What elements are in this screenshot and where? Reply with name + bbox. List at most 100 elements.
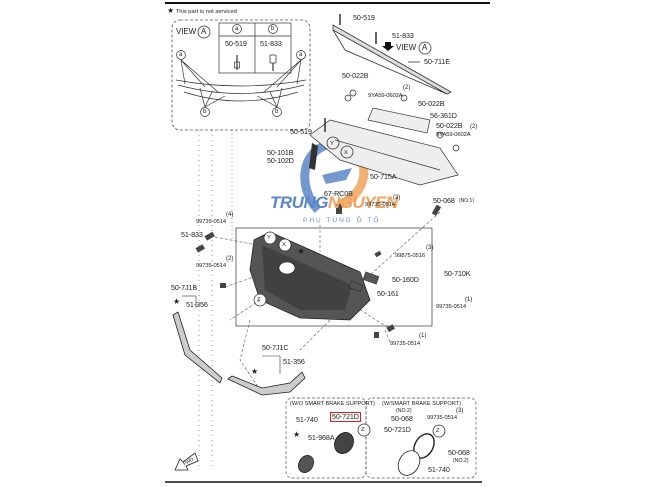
part-label[interactable]: 99875-0516 — [395, 253, 425, 259]
qty-label: (NO.2) — [396, 408, 412, 414]
qty-label: (4) — [226, 212, 234, 218]
callout-z-box1: Z — [361, 427, 365, 433]
emblem-51-740-icon — [298, 455, 314, 473]
qty-label: (NO.2) — [453, 458, 469, 464]
trim-50-7j1c-drawing — [227, 371, 306, 396]
part-label[interactable]: 51-356 — [186, 300, 208, 309]
callout-a-left: a — [179, 52, 183, 58]
bracket-50-101b-icon — [309, 143, 318, 170]
star-icon: ★ — [293, 430, 301, 439]
view-a-letter: A — [201, 27, 207, 36]
view-arrow-icon — [382, 42, 394, 51]
part-label[interactable]: 51-740 — [428, 465, 450, 474]
star-icon: ★ — [297, 246, 305, 256]
not-serviced-note: ★ This part is not serviced — [167, 6, 237, 15]
part-label[interactable]: 50-7J1C — [262, 343, 289, 352]
qty-label: (3) — [426, 245, 434, 251]
box-with-sbs — [365, 397, 477, 479]
box-with-title: (W/SMART BRAKE SUPPORT) — [382, 401, 461, 407]
star-icon: ★ — [173, 297, 181, 306]
part-label[interactable]: 99735-0514 — [390, 341, 420, 347]
callout-x: X — [344, 150, 348, 156]
part-label[interactable]: 50-519 — [353, 13, 375, 22]
watermark-tagline: PHỤ TÙNG Ô TÔ — [303, 217, 381, 224]
part-label[interactable]: 51-833 — [181, 230, 203, 239]
part-label[interactable]: 50-022B — [436, 121, 463, 130]
callout-y-grille: Y — [267, 235, 271, 241]
qty-label: (1) — [419, 333, 427, 339]
part-label[interactable]: 67-RC0B — [324, 189, 353, 198]
part-label[interactable]: 50-711E — [424, 57, 450, 66]
part-label[interactable]: 9YA59-0602A — [436, 132, 471, 138]
part-label[interactable]: 50-7J1B — [171, 283, 198, 292]
part-label[interactable]: 50-068 — [448, 448, 470, 457]
part-label[interactable]: 50-068 — [433, 196, 455, 205]
callout-b-left: b — [203, 109, 207, 115]
trim-50-711e-drawing — [332, 14, 452, 95]
part-label[interactable]: 99735-0514 — [436, 304, 466, 310]
qty-label: (1) — [465, 297, 473, 303]
part-label[interactable]: 50-022B — [418, 99, 445, 108]
callout-a-right: a — [299, 52, 303, 58]
grille-50-710k-drawing — [249, 231, 371, 321]
view-arrow-letter: A — [422, 43, 428, 52]
part-label[interactable]: 99735-0514 — [196, 219, 226, 225]
qty-label: (NO.1) — [459, 198, 474, 204]
note-text: This part is not serviced — [175, 9, 237, 15]
view-a-col-a-key: a — [235, 26, 239, 32]
bracket-50-161-icon — [348, 280, 363, 293]
part-label[interactable]: 50-160D — [392, 275, 419, 284]
qty-label: (3) — [393, 195, 401, 201]
qty-label: (2) — [226, 256, 234, 262]
callout-b-right: b — [275, 109, 279, 115]
part-label[interactable]: 50-022B — [342, 71, 369, 80]
part-label[interactable]: 51-740 — [296, 415, 318, 424]
bracket-50-160d-icon — [362, 271, 380, 285]
callout-z-grille: Z — [257, 297, 261, 303]
emblem-50-721d-icon — [334, 432, 354, 454]
view-a-col-b-part: 51-833 — [260, 39, 282, 48]
part-label[interactable]: 50-721D — [384, 425, 411, 434]
brand-part2: NGUYEN — [327, 193, 398, 212]
part-label[interactable]: 50-068 — [391, 414, 413, 423]
brand-part1: TRUNG — [270, 193, 328, 212]
star-icon: ★ — [167, 6, 175, 15]
watermark-brand: TRUNGNGUYEN — [270, 193, 398, 213]
bracket-50-715a-drawing — [309, 89, 460, 186]
star-icon: ★ — [251, 367, 259, 376]
part-label[interactable]: 56-361D — [430, 111, 457, 120]
trim-50-7j1b-drawing — [172, 311, 223, 384]
screws — [195, 204, 442, 338]
part-label[interactable]: 50-519 — [290, 127, 312, 136]
grille-frame — [235, 227, 433, 327]
part-label[interactable]: 51-968A — [308, 433, 335, 442]
part-label[interactable]: 51-833 — [392, 31, 414, 40]
part-label[interactable]: 50-101B — [267, 148, 294, 157]
callout-z-box2: Z — [436, 428, 440, 434]
part-label[interactable]: 50-710K — [444, 269, 471, 278]
highlighted-part-label[interactable]: 50-721D — [330, 412, 361, 422]
part-label[interactable]: 50-161 — [377, 289, 399, 298]
part-label[interactable]: 9YA59-0602A — [368, 93, 403, 99]
part-label[interactable]: 51-356 — [283, 357, 305, 366]
part-label[interactable]: 99735-0514 — [196, 263, 226, 269]
fwd-arrow-icon — [174, 452, 199, 471]
view-a-col-b-key: b — [271, 26, 275, 32]
callout-x-grille: X — [282, 242, 286, 248]
view-a-col-a-part: 50-519 — [225, 39, 247, 48]
part-label[interactable]: 99735-0514 — [365, 202, 395, 208]
box-without-title: (W/O SMART BRAKE SUPPORT) — [290, 401, 375, 407]
clip-51-833-icon — [269, 54, 277, 71]
pin-50-519-icon — [234, 55, 240, 70]
part-label[interactable]: 50-715A — [370, 172, 397, 181]
qty-label: (2) — [470, 124, 478, 130]
view-a-box — [171, 19, 311, 131]
leader-lines — [198, 130, 441, 470]
emblem-51-740-w-icon — [397, 450, 421, 476]
view-a-title: VIEW — [176, 27, 197, 36]
part-label[interactable]: 99735-0514 — [427, 415, 457, 421]
view-arrow-label: VIEW — [396, 43, 417, 52]
part-label[interactable]: 50-102D — [267, 156, 294, 165]
